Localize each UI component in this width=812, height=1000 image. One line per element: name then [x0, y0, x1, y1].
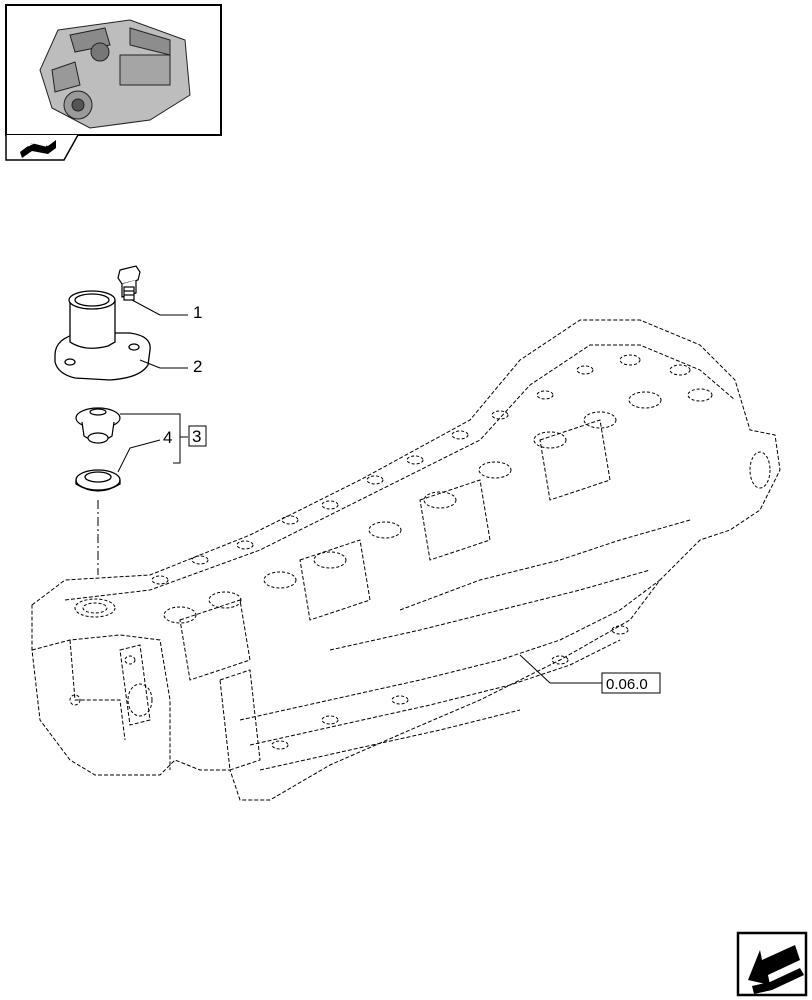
- engine-thumbnail[interactable]: [5, 4, 222, 136]
- callout-leader-1: [131, 299, 161, 316]
- thermostat-part[interactable]: [75, 407, 121, 444]
- section-book-icon: [20, 140, 56, 158]
- section-tab[interactable]: [5, 134, 79, 161]
- reference-label: 0.06.0: [606, 676, 648, 693]
- callout-leader-4: [117, 439, 161, 473]
- thermostat-housing-part[interactable]: [54, 290, 151, 381]
- next-page-arrow-icon: [748, 945, 804, 994]
- engine-thumbnail-icon: [39, 19, 191, 129]
- reference-leader: [519, 654, 551, 684]
- head-bosses: [69, 354, 771, 750]
- callout-1: 1: [193, 303, 202, 322]
- callout-3-box: [188, 425, 207, 447]
- callout-3: 3: [192, 427, 201, 446]
- bolt-part[interactable]: [117, 265, 141, 301]
- reference-box[interactable]: [601, 672, 661, 694]
- seal-ring-part[interactable]: [75, 469, 121, 492]
- callout-bracket-3: [120, 413, 181, 464]
- callout-2: 2: [193, 357, 202, 376]
- next-page-button[interactable]: [736, 931, 808, 997]
- cylinder-head-outline: [31, 319, 781, 801]
- callout-leader-2: [139, 359, 161, 369]
- callout-4: 4: [163, 428, 172, 447]
